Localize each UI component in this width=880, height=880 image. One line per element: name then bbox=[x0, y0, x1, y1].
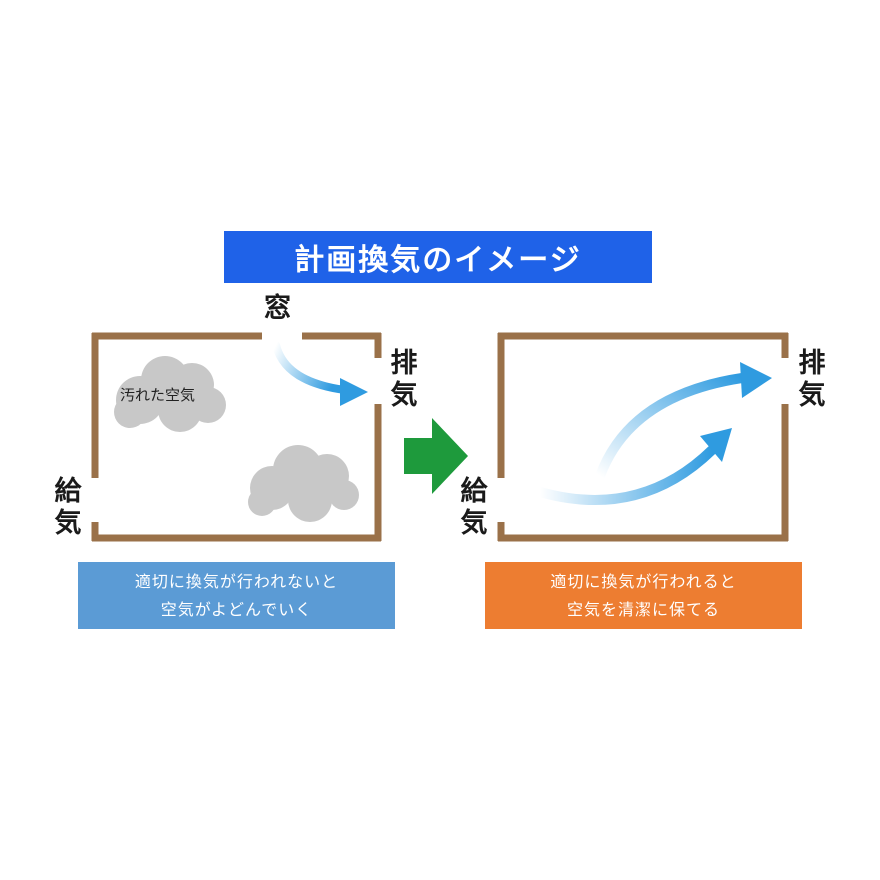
exhaust-label: 排 気 bbox=[798, 348, 826, 411]
supply-label: 給 気 bbox=[460, 476, 488, 539]
left-room-walls bbox=[91, 332, 382, 542]
exhaust-label: 排 気 bbox=[390, 348, 418, 411]
window-label: 窓 bbox=[264, 293, 291, 324]
airflow-arrow-icon bbox=[595, 362, 772, 481]
diagram-title: 計画換気のイメージ bbox=[224, 231, 652, 283]
cloud-icon bbox=[114, 356, 226, 432]
dirty-air-label: 汚れた空気 bbox=[120, 386, 196, 404]
right-caption: 適切に換気が行われると 空気を清潔に保てる bbox=[485, 562, 802, 629]
cloud-icon bbox=[248, 445, 359, 522]
airflow-arrow-icon bbox=[272, 341, 368, 406]
right-room-walls bbox=[497, 332, 789, 542]
airflow-arrow-icon bbox=[535, 428, 732, 505]
left-caption: 適切に換気が行われないと 空気がよどんでいく bbox=[78, 562, 395, 629]
supply-label: 給 気 bbox=[54, 476, 82, 539]
transition-arrow-icon bbox=[404, 418, 468, 494]
